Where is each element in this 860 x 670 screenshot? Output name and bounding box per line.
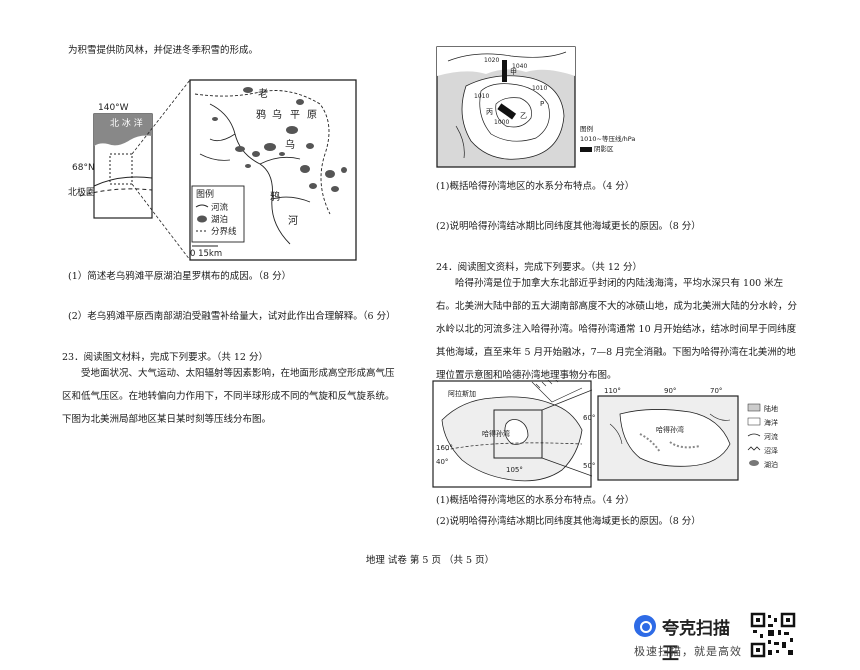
hudson-bay-svg: 110° 90° 70° 60° 50° 哈得孙湾 陆地 海洋 河流 沼泽 湖泊 [583,387,778,481]
scanner-watermark: 夸克扫描王 极速扫描，就是高效 [634,613,744,664]
legend-lake: 湖泊 [764,460,778,469]
lon70-label: 70° [710,387,722,395]
isobar-svg: 1020 1010 1000 1040 1010 甲 乙 丙 P [436,46,576,168]
intro-line: 为积雪提供防风林，并促进冬季积雪的形成。 [68,45,259,56]
ocean-label: 北 冰 洋 [110,117,143,129]
marker-yi: 乙 [520,112,527,120]
q24-title: 24．阅读图文资料，完成下列要求。（共 12 分） [436,262,642,273]
crow-flats-svg: 老 乌 鸦 平 原 乌 鸦 河 140°W 北 冰 洋 68°N 北极圈 图例 … [68,79,357,261]
lon-label: 140°W [98,103,129,113]
alaska-label: 阿拉斯加 [448,389,476,398]
legend-river: 河流 [764,432,778,441]
isobar-label: 1010 [532,85,547,92]
scale-label: 0 15km [190,249,222,259]
lat40-label: 40° [436,458,448,466]
figure-hudson-bay-map: 110° 90° 70° 60° 50° 哈得孙湾 陆地 海洋 河流 沼泽 湖泊 [580,384,800,484]
legend-title: 图例 [196,188,214,200]
lon90-label: 90° [664,387,676,395]
qr-code-icon [750,612,796,658]
isobar-label: 1000 [494,119,509,126]
q24-paragraph: 哈得孙湾是位于加拿大东北部近乎封闭的内陆浅海湾，平均水深只有 100 米左右。北… [436,278,798,381]
place-label: 河 [288,215,298,227]
q23-part2: (2)说明哈得孙湾结冰期比同纬度其他海域更长的原因。（8 分） [436,221,701,232]
isobar-label: 1010 [474,93,489,100]
marker-bing: 丙 [486,108,493,116]
lon105-label: 105° [506,466,523,474]
figure-north-america-map: 阿拉斯加 哈得孙湾 160° 40° 105° [432,377,593,488]
legend-land: 陆地 [764,404,778,413]
marker-p: P [540,100,544,108]
legend-shade: 阴影区 [580,144,635,154]
north-america-svg: 阿拉斯加 哈得孙湾 160° 40° 105° [432,377,593,488]
place-label: 平 [290,110,300,121]
marker-jia: 甲 [510,68,517,76]
figure-crow-flats-map: 老 乌 鸦 平 原 乌 鸦 河 140°W 北 冰 洋 68°N 北极圈 图例 … [60,74,360,262]
q24-part1: (1)概括哈得孙湾地区的水系分布特点。（4 分） [436,495,635,506]
legend-shade-label: 阴影区 [594,145,614,153]
legend-boundary: 分界线 [211,226,237,237]
q22-part2: (2）老乌鸦滩平原西南部湖泊受融雪补给量大，试对此作出合理解释。（6 分） [68,311,396,322]
hudson-label: 哈得孙湾 [482,429,510,438]
place-label: 乌 [285,138,295,151]
scanner-slogan: 极速扫描，就是高效 [634,645,742,658]
isobar-label: 1040 [512,63,527,70]
shade-swatch [580,146,592,152]
legend-river: 河流 [211,202,229,213]
lat60-label: 60° [583,414,595,422]
legend-ocean: 海洋 [764,418,778,427]
q23-title: 23．阅读图文材料，完成下列要求。（共 12 分） [62,352,268,363]
isobar-legend: 图例 1010~等压线/hPa 阴影区 [580,124,635,154]
place-label: 鸦 [270,190,280,203]
place-label: 乌 [272,108,282,121]
arctic-circle-label: 北极圈 [68,186,95,198]
lat50-label: 50° [583,462,595,470]
lat-label: 68°N [72,163,95,173]
legend-isobar: 1010~等压线/hPa [580,135,636,143]
legend-title: 图例 [580,125,593,133]
place-label: 原 [307,109,317,121]
q24-part2: (2)说明哈得孙湾结冰期比同纬度其他海域更长的原因。（8 分） [436,516,701,527]
place-label: 老 [258,87,268,100]
lon110-label: 110° [604,387,621,395]
place-label: 鸦 [256,108,266,121]
q23-paragraph: 受地面状况、大气运动、太阳辐射等因素影响，在地面形成高空形成高气压区和低气压区。… [62,368,395,425]
scanner-logo-icon [634,615,656,637]
scanner-name: 夸克扫描王 [662,619,730,664]
bay-label: 哈得孙湾 [656,425,684,434]
q23-part1: (1)概括哈得孙湾地区的水系分布特点。（4 分） [436,181,635,192]
isobar-label: 1020 [484,57,499,64]
figure-isobar-map: 1020 1010 1000 1040 1010 甲 乙 丙 P [436,46,576,168]
legend-lake: 湖泊 [211,214,228,225]
legend-swamp: 沼泽 [764,446,778,455]
q22-part1: (1）简述老乌鸦滩平原湖泊星罗棋布的成因。（8 分） [68,271,292,282]
page-footer: 地理 试卷 第 5 页 （共 5 页） [365,555,495,566]
lon160-label: 160° [436,444,453,452]
